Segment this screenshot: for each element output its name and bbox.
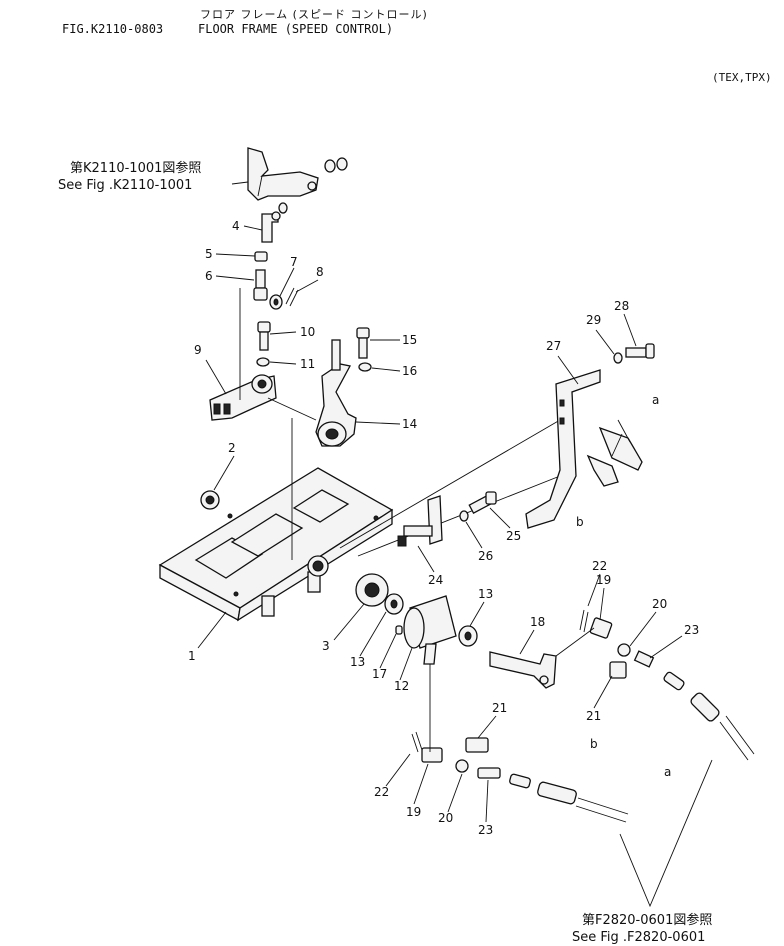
nut-5 bbox=[254, 251, 268, 262]
callout-13a: 13 bbox=[350, 655, 365, 669]
callout-8: 8 bbox=[316, 265, 324, 279]
model-variant: (TEX,TPX) bbox=[712, 71, 772, 84]
callout-5: 5 bbox=[205, 247, 213, 261]
bush-2 bbox=[200, 490, 220, 510]
callout-14: 14 bbox=[402, 417, 417, 431]
reference-top-en[interactable]: See Fig .K2110-1001 bbox=[58, 178, 193, 193]
collar-13-left bbox=[384, 593, 404, 615]
callout-a-top: a bbox=[652, 393, 659, 407]
callout-21b: 21 bbox=[492, 701, 507, 715]
callout-23b: 23 bbox=[478, 823, 493, 837]
header-title-en: FLOOR FRAME (SPEED CONTROL) bbox=[198, 22, 394, 36]
callout-2: 2 bbox=[228, 441, 236, 455]
callout-leaders bbox=[197, 225, 683, 823]
callout-1: 1 bbox=[188, 649, 196, 663]
bolt-15 bbox=[356, 327, 370, 359]
header-title-jp: フロア フレーム (スピード コントロール) bbox=[200, 8, 428, 21]
leader-lever-clevis bbox=[555, 627, 595, 657]
callout-26: 26 bbox=[478, 549, 493, 563]
pin-21-right bbox=[609, 661, 627, 679]
callout-27: 27 bbox=[546, 339, 561, 353]
callout-21a: 21 bbox=[586, 709, 601, 723]
reference-bottom-en[interactable]: See Fig .F2820-0601 bbox=[572, 930, 706, 945]
callout-a-bottom: a bbox=[664, 765, 671, 779]
pin-21-left bbox=[465, 737, 489, 753]
callout-29: 29 bbox=[586, 313, 601, 327]
callout-22a: 22 bbox=[592, 559, 607, 573]
nut-20-right bbox=[617, 643, 631, 657]
callout-20a: 20 bbox=[652, 597, 667, 611]
callout-24: 24 bbox=[428, 573, 443, 587]
callout-b-top: b bbox=[576, 515, 584, 529]
pedal-pad-b bbox=[586, 454, 619, 487]
bracket-9 bbox=[209, 374, 277, 421]
lever-18 bbox=[489, 651, 557, 689]
reference-top-jp[interactable]: 第K2110-1001図参照 bbox=[70, 161, 202, 176]
collar-13-right bbox=[458, 625, 478, 647]
bolt-25 bbox=[468, 491, 497, 514]
callout-28: 28 bbox=[614, 299, 629, 313]
callout-4: 4 bbox=[232, 219, 240, 233]
upper-lever bbox=[247, 147, 319, 201]
clevis-19-right bbox=[589, 617, 613, 639]
pin-17 bbox=[395, 625, 403, 635]
shaft-12 bbox=[403, 595, 457, 665]
leader-bracket-arm bbox=[267, 397, 317, 421]
upper-small-nuts bbox=[278, 157, 348, 214]
bearing-3 bbox=[355, 573, 389, 607]
centerline-pedal bbox=[339, 419, 561, 557]
cotter-pin-8 bbox=[285, 287, 299, 307]
callout-20b: 20 bbox=[438, 811, 453, 825]
callout-9: 9 bbox=[194, 343, 202, 357]
leader-top-ref bbox=[231, 181, 249, 185]
callout-11: 11 bbox=[300, 357, 315, 371]
cotter-22-right bbox=[579, 609, 589, 633]
bolt-28 bbox=[625, 343, 655, 359]
bolt-6 bbox=[253, 269, 268, 301]
callout-23a: 23 bbox=[684, 623, 699, 637]
figure-number: FIG.K2110-0803 bbox=[62, 22, 164, 36]
callout-22b: 22 bbox=[374, 785, 389, 799]
bolt-10 bbox=[257, 321, 271, 351]
callout-6: 6 bbox=[205, 269, 213, 283]
callout-17: 17 bbox=[372, 667, 387, 681]
rod-23-left bbox=[477, 767, 501, 779]
washer-11 bbox=[256, 357, 270, 367]
callout-19a: 19 bbox=[596, 573, 611, 587]
callout-b-bottom: b bbox=[590, 737, 598, 751]
shift-arm-14 bbox=[315, 339, 357, 447]
callout-16: 16 bbox=[402, 364, 417, 378]
callout-18: 18 bbox=[530, 615, 545, 629]
floor-frame-1 bbox=[158, 467, 394, 622]
bracket-24 bbox=[397, 495, 443, 547]
cable-end-right bbox=[663, 671, 755, 761]
leader-bottom-ref bbox=[619, 759, 713, 908]
pedal-27 bbox=[525, 369, 601, 529]
callout-labels: 1 2 3 4 5 6 7 8 9 10 11 12 13 13 14 15 1… bbox=[188, 219, 699, 837]
pedal-pad-a bbox=[598, 426, 643, 471]
washer-26 bbox=[459, 510, 469, 522]
arrows-a-b bbox=[611, 419, 631, 457]
rod-end-4 bbox=[261, 211, 281, 243]
callout-12: 12 bbox=[394, 679, 409, 693]
callout-3: 3 bbox=[322, 639, 330, 653]
callout-7: 7 bbox=[290, 255, 298, 269]
cable-end-left bbox=[509, 773, 629, 823]
reference-bottom-jp[interactable]: 第F2820-0601図参照 bbox=[582, 913, 713, 928]
cotter-22-left bbox=[411, 731, 423, 753]
clevis-19-left bbox=[421, 747, 443, 763]
callout-25: 25 bbox=[506, 529, 521, 543]
washer-16 bbox=[358, 362, 372, 372]
callout-15: 15 bbox=[402, 333, 417, 347]
washer-29 bbox=[613, 352, 623, 364]
callout-13b: 13 bbox=[478, 587, 493, 601]
washer-7 bbox=[269, 294, 283, 310]
callout-19b: 19 bbox=[406, 805, 421, 819]
callout-10: 10 bbox=[300, 325, 315, 339]
rod-23-right bbox=[633, 650, 655, 668]
nut-20-left bbox=[455, 759, 469, 773]
